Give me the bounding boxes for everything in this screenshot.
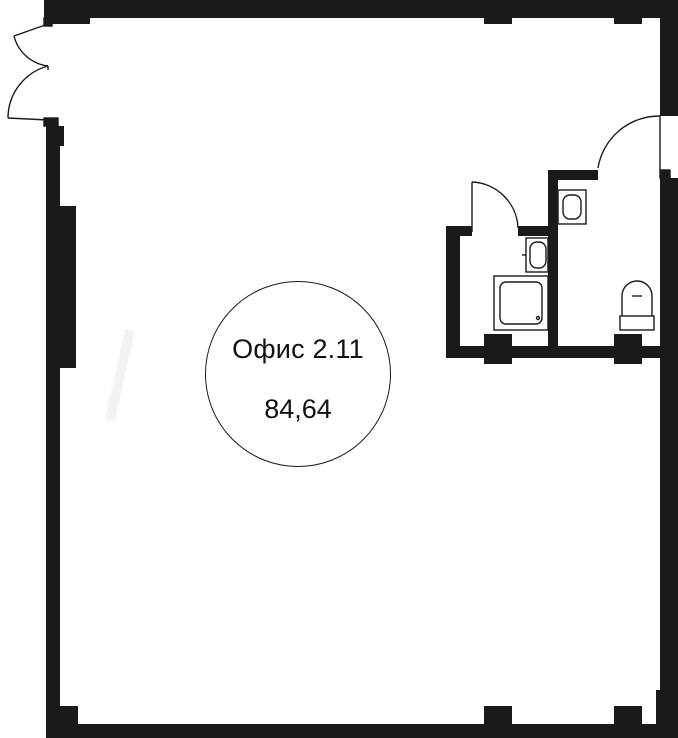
watermark xyxy=(105,328,135,422)
wall-bottom xyxy=(46,724,678,738)
column-left-mid xyxy=(46,206,76,368)
partition-wall xyxy=(548,170,558,358)
wc-top-stub xyxy=(548,170,598,180)
column-bottom-right xyxy=(614,706,642,738)
door-jamb-bottom xyxy=(43,117,59,127)
column-bottom-left xyxy=(46,706,78,738)
wall-top xyxy=(48,0,678,18)
column-left-upper xyxy=(46,126,64,146)
shower-tray-icon xyxy=(493,275,549,331)
room-label-circle: Офис 2.11 84,64 xyxy=(205,281,391,467)
entrance-door xyxy=(7,17,59,127)
shower-door xyxy=(471,181,519,232)
outer-walls xyxy=(44,0,678,738)
bathroom-walls xyxy=(446,170,660,364)
sink-icon xyxy=(522,237,549,273)
wc-door xyxy=(597,115,671,179)
shower-room-left-wall xyxy=(446,226,460,358)
shower-room-top-left-stub xyxy=(446,226,472,236)
column-bath-2 xyxy=(614,334,642,364)
column-bottom-mid xyxy=(484,706,512,738)
wall-right-upper xyxy=(660,18,678,116)
shower-room-top-right-stub xyxy=(518,226,548,236)
sink-icon xyxy=(557,189,587,225)
column-top-mid xyxy=(484,0,512,24)
room-area: 84,64 xyxy=(264,394,332,424)
door-jamb-top xyxy=(43,17,53,27)
wall-right-lower xyxy=(660,178,678,738)
column-top-right xyxy=(614,0,642,24)
room-name: Офис 2.11 xyxy=(232,334,364,364)
column-bath-1 xyxy=(484,334,512,364)
toilet-icon xyxy=(619,280,655,331)
